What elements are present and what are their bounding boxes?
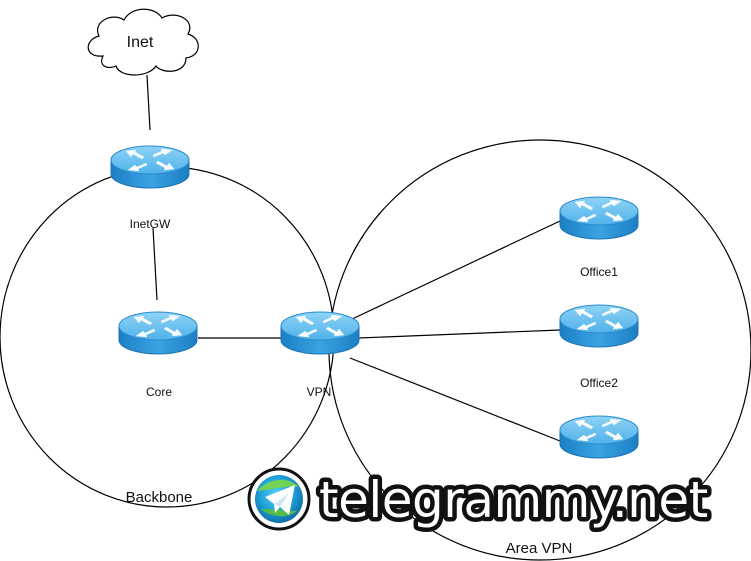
node-label-inetgw: InetGW bbox=[130, 217, 171, 231]
watermark-text: telegrammy.net bbox=[319, 471, 708, 529]
internet-cloud-icon: Inet bbox=[87, 8, 199, 76]
link-vpn-office2 bbox=[357, 329, 561, 339]
router-icon[interactable] bbox=[280, 311, 360, 355]
node-label-office2: Office2 bbox=[580, 376, 618, 390]
link-inetgw-core bbox=[152, 227, 158, 301]
cloud-label: Inet bbox=[127, 34, 154, 51]
node-label-office1: Office1 bbox=[580, 265, 618, 279]
router-icon[interactable] bbox=[559, 415, 639, 459]
node-label-vpn: VPN bbox=[307, 385, 332, 399]
router-icon[interactable] bbox=[118, 311, 198, 355]
router-icon[interactable] bbox=[559, 304, 639, 348]
link-vpn-office1 bbox=[349, 220, 561, 321]
area-label-area-vpn: Area VPN bbox=[506, 540, 573, 557]
telegram-logo-icon bbox=[247, 467, 311, 531]
link-vpn-office3 bbox=[349, 357, 561, 442]
area-label-backbone: Backbone bbox=[126, 489, 193, 506]
router-icon[interactable] bbox=[559, 196, 639, 240]
node-label-core: Core bbox=[146, 385, 172, 399]
link-inet-inetgw bbox=[146, 74, 151, 131]
router-icon[interactable] bbox=[110, 145, 190, 189]
